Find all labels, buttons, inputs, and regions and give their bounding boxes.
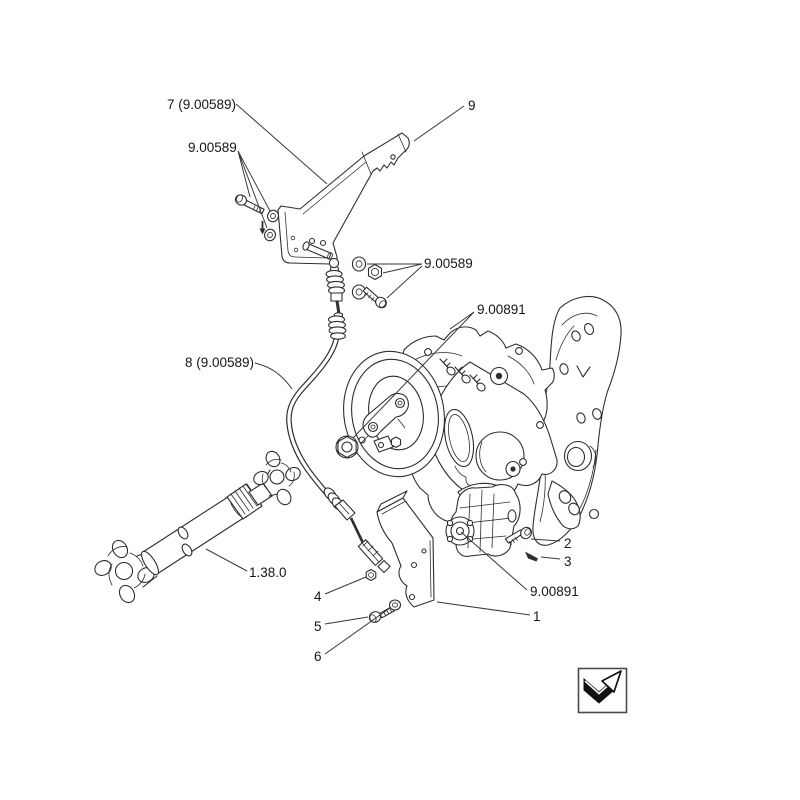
transmission-case-drawing — [400, 326, 558, 523]
caliper-mechanism-drawing — [445, 482, 521, 557]
callout-5: 5 — [314, 619, 322, 634]
callout-1: 1 — [533, 609, 541, 624]
callout-4: 4 — [314, 589, 322, 604]
output-shaft-nut-drawing — [335, 435, 359, 459]
bolt-2-drawing — [504, 526, 532, 545]
nut-4-drawing — [365, 568, 377, 582]
callout-900589-right: 9.00589 — [424, 256, 473, 271]
callout-7: 7 (9.00589) — [167, 97, 236, 112]
washer-6-drawing — [388, 599, 402, 611]
callout-3: 3 — [564, 554, 572, 569]
brake-disc-drawing — [343, 350, 445, 478]
lever-bolt-washers-left-drawing — [234, 194, 279, 242]
clevis-pin-drawing — [302, 241, 333, 260]
callout-900589-left: 9.00589 — [188, 140, 237, 155]
lever-washers-nut-bolt-right-drawing — [351, 256, 387, 309]
insert-direction-arrow — [259, 221, 266, 235]
pin-3-drawing — [525, 551, 538, 562]
handbrake-lever-drawing — [277, 132, 410, 265]
callout-900891-top: 9.00891 — [477, 302, 526, 317]
callout-labels: 7 (9.00589) 9 9.00589 9.00589 8 (9.00589… — [167, 97, 579, 664]
driveshaft-drawing — [94, 450, 301, 604]
brake-cable-drawing — [286, 337, 391, 574]
callout-2: 2 — [564, 536, 572, 551]
cable-adjuster-drawing — [325, 257, 347, 340]
callout-6: 6 — [314, 649, 322, 664]
engine-flange-drawing — [532, 296, 622, 546]
mounting-studs — [439, 358, 486, 392]
bracket-plate-drawing — [376, 490, 435, 608]
direction-arrow-icon — [577, 667, 628, 714]
callout-8: 8 (9.00589) — [185, 355, 254, 370]
leader-lines — [205, 103, 561, 655]
callout-9: 9 — [468, 98, 476, 113]
brake-actuator-drawing — [358, 392, 409, 453]
callout-1380: 1.38.0 — [249, 565, 287, 580]
callout-900891-bottom: 9.00891 — [530, 584, 579, 599]
